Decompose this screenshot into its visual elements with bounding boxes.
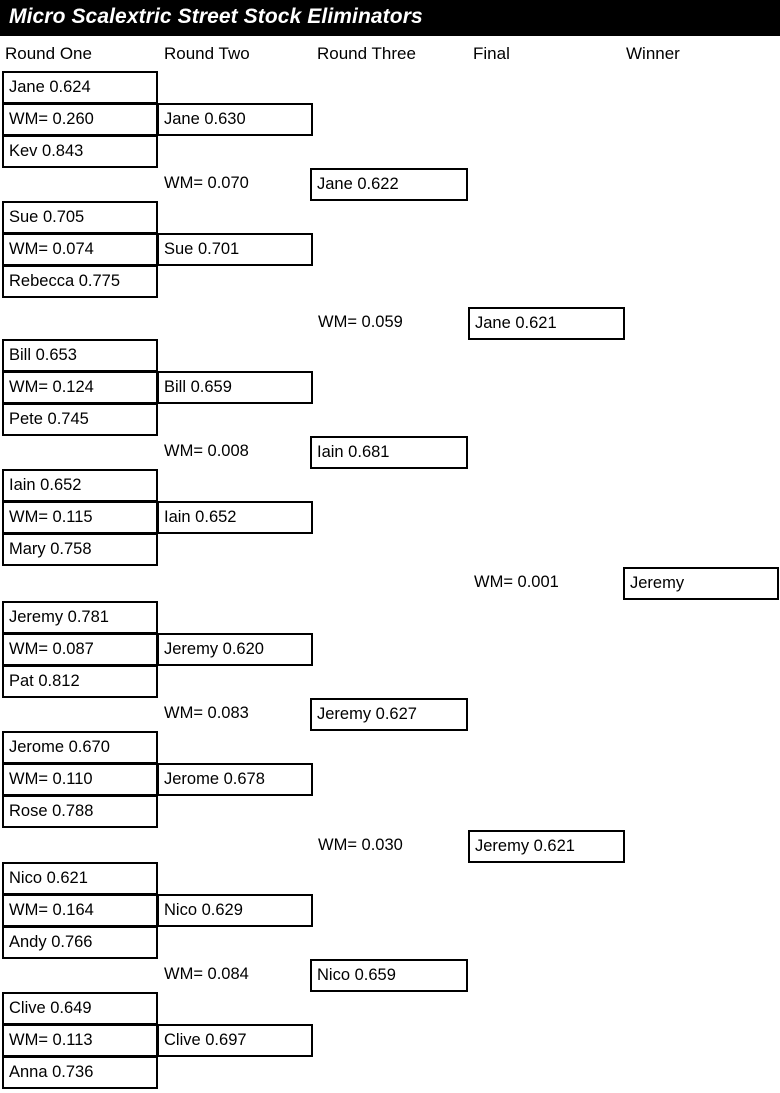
round-one-racer-box[interactable]: Sue 0.705	[2, 201, 158, 234]
round-one-racer-box[interactable]: Nico 0.621	[2, 862, 158, 895]
round-two-winner-box[interactable]: Jane 0.630	[157, 103, 313, 136]
final-entrant-box[interactable]: Jane 0.621	[468, 307, 625, 340]
round-one-racer-box[interactable]: Jerome 0.670	[2, 731, 158, 764]
racer-label: Bill 0.659	[164, 378, 232, 396]
racer-label: Iain 0.681	[317, 443, 390, 461]
racer-label: Nico 0.629	[164, 901, 243, 919]
winning-margin-label: WM= 0.074	[9, 240, 94, 258]
round-two-winner-box[interactable]: Jeremy 0.620	[157, 633, 313, 666]
round-one-racer-box[interactable]: Bill 0.653	[2, 339, 158, 372]
round-one-margin-box[interactable]: WM= 0.074	[2, 233, 158, 266]
racer-label: Jeremy 0.627	[317, 705, 417, 723]
round-one-margin-box[interactable]: WM= 0.087	[2, 633, 158, 666]
racer-label: Anna 0.736	[9, 1063, 94, 1081]
winning-margin-label: WM= 0.124	[9, 378, 94, 396]
round-one-racer-box[interactable]: Clive 0.649	[2, 992, 158, 1025]
round-two-margin-label: WM= 0.008	[164, 442, 249, 460]
title-bar: Micro Scalextric Street Stock Eliminator…	[0, 0, 780, 36]
final-margin-label: WM= 0.001	[474, 573, 559, 591]
racer-label: Iain 0.652	[164, 508, 237, 526]
racer-label: Sue 0.701	[164, 240, 240, 258]
round-two-winner-box[interactable]: Clive 0.697	[157, 1024, 313, 1057]
racer-label: Pat 0.812	[9, 672, 80, 690]
racer-label: Mary 0.758	[9, 540, 92, 558]
racer-label: Clive 0.697	[164, 1031, 247, 1049]
round-two-margin-label: WM= 0.084	[164, 965, 249, 983]
round-one-margin-box[interactable]: WM= 0.260	[2, 103, 158, 136]
round-one-margin-box[interactable]: WM= 0.113	[2, 1024, 158, 1057]
round-two-winner-box[interactable]: Nico 0.629	[157, 894, 313, 927]
round-two-margin-label: WM= 0.083	[164, 704, 249, 722]
round-three-winner-box[interactable]: Nico 0.659	[310, 959, 468, 992]
round-one-racer-box[interactable]: Rose 0.788	[2, 795, 158, 828]
round-one-racer-box[interactable]: Kev 0.843	[2, 135, 158, 168]
round-one-racer-box[interactable]: Jeremy 0.781	[2, 601, 158, 634]
racer-label: Nico 0.621	[9, 869, 88, 887]
round-one-margin-box[interactable]: WM= 0.110	[2, 763, 158, 796]
page-title: Micro Scalextric Street Stock Eliminator…	[9, 5, 423, 28]
round-one-racer-box[interactable]: Jane 0.624	[2, 71, 158, 104]
racer-label: Sue 0.705	[9, 208, 85, 226]
racer-label: Andy 0.766	[9, 933, 93, 951]
racer-label: Jane 0.622	[317, 175, 399, 193]
round-one-racer-box[interactable]: Rebecca 0.775	[2, 265, 158, 298]
racer-label: Rebecca 0.775	[9, 272, 120, 290]
round-one-margin-box[interactable]: WM= 0.124	[2, 371, 158, 404]
round-two-winner-box[interactable]: Iain 0.652	[157, 501, 313, 534]
racer-label: Jeremy 0.781	[9, 608, 109, 626]
column-header-round-one: Round One	[5, 44, 92, 63]
winner-box[interactable]: Jeremy	[623, 567, 779, 600]
racer-label: Jane 0.630	[164, 110, 246, 128]
final-entrant-box[interactable]: Jeremy 0.621	[468, 830, 625, 863]
round-one-racer-box[interactable]: Anna 0.736	[2, 1056, 158, 1089]
racer-label: Jeremy 0.621	[475, 837, 575, 855]
round-two-winner-box[interactable]: Sue 0.701	[157, 233, 313, 266]
column-header-final: Final	[473, 44, 510, 63]
racer-label: Jane 0.624	[9, 78, 91, 96]
round-three-winner-box[interactable]: Iain 0.681	[310, 436, 468, 469]
round-one-racer-box[interactable]: Iain 0.652	[2, 469, 158, 502]
racer-label: Kev 0.843	[9, 142, 84, 160]
racer-label: Iain 0.652	[9, 476, 82, 494]
round-one-margin-box[interactable]: WM= 0.164	[2, 894, 158, 927]
winning-margin-label: WM= 0.087	[9, 640, 94, 658]
racer-label: Jane 0.621	[475, 314, 557, 332]
racer-label: Pete 0.745	[9, 410, 89, 428]
round-one-racer-box[interactable]: Andy 0.766	[2, 926, 158, 959]
round-one-racer-box[interactable]: Mary 0.758	[2, 533, 158, 566]
winning-margin-label: WM= 0.113	[9, 1031, 93, 1049]
winning-margin-label: WM= 0.115	[9, 508, 93, 526]
round-two-margin-label: WM= 0.070	[164, 174, 249, 192]
racer-label: Jeremy	[630, 574, 685, 592]
round-one-margin-box[interactable]: WM= 0.115	[2, 501, 158, 534]
column-header-round-three: Round Three	[317, 44, 416, 63]
column-header-winner: Winner	[626, 44, 680, 63]
round-three-margin-label: WM= 0.059	[318, 313, 403, 331]
racer-label: Jeremy 0.620	[164, 640, 264, 658]
round-three-margin-label: WM= 0.030	[318, 836, 403, 854]
round-three-winner-box[interactable]: Jane 0.622	[310, 168, 468, 201]
racer-label: Bill 0.653	[9, 346, 77, 364]
racer-label: Rose 0.788	[9, 802, 94, 820]
round-one-racer-box[interactable]: Pat 0.812	[2, 665, 158, 698]
round-one-racer-box[interactable]: Pete 0.745	[2, 403, 158, 436]
winning-margin-label: WM= 0.110	[9, 770, 93, 788]
column-header-round-two: Round Two	[164, 44, 250, 63]
round-two-winner-box[interactable]: Bill 0.659	[157, 371, 313, 404]
racer-label: Clive 0.649	[9, 999, 92, 1017]
racer-label: Jerome 0.670	[9, 738, 110, 756]
winning-margin-label: WM= 0.260	[9, 110, 94, 128]
round-two-winner-box[interactable]: Jerome 0.678	[157, 763, 313, 796]
racer-label: Nico 0.659	[317, 966, 396, 984]
winning-margin-label: WM= 0.164	[9, 901, 94, 919]
racer-label: Jerome 0.678	[164, 770, 265, 788]
round-three-winner-box[interactable]: Jeremy 0.627	[310, 698, 468, 731]
